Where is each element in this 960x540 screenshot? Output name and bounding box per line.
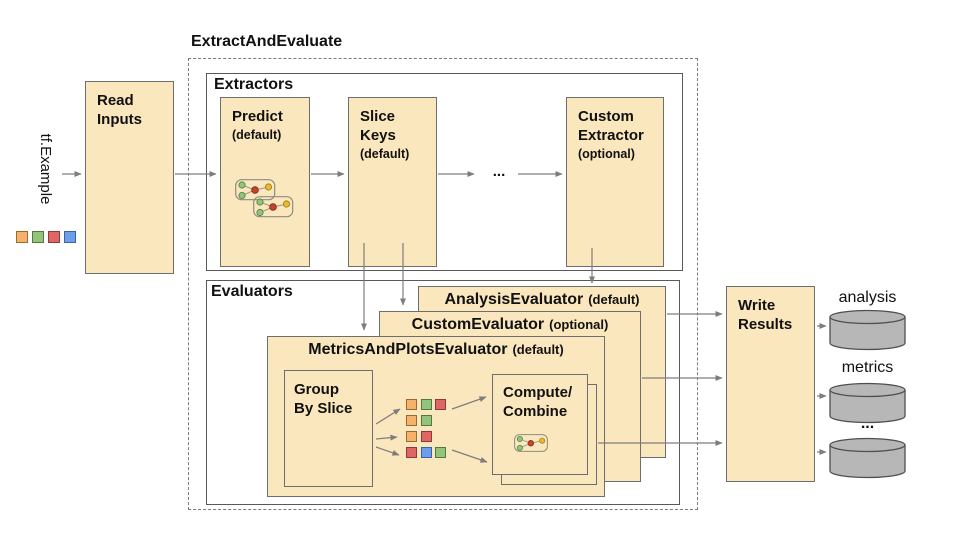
green-example-square [32,231,44,243]
custom-extractor-label: Custom Extractor [578,108,644,144]
predict-label: Predict [232,108,283,125]
metrics-and-plots-evaluator-name: MetricsAndPlotsEvaluator [308,341,508,358]
evaluators-label: Evaluators [211,283,293,300]
evaluators-container: Evaluators [206,280,680,505]
predict-extractor-box: Predict (default) [220,97,310,267]
slice-grid-row [406,399,446,410]
extract-and-evaluate-boundary [188,58,698,510]
metrics-and-plots-evaluator-label: MetricsAndPlotsEvaluator (default) [268,337,604,359]
green-example-square [420,415,432,426]
other-datastore-cylinder-icon [829,437,906,479]
green-example-square [435,447,446,458]
slice-keys-extractor-box: Slice Keys (default) [348,97,437,267]
slice-grid-row [406,431,446,442]
metrics-and-plots-evaluator-qualifier: (default) [512,342,564,357]
orange-example-square [16,231,28,243]
red-example-square [406,447,417,458]
custom-evaluator-label: CustomEvaluator (optional) [380,312,640,334]
extractors-ellipsis: ... [492,163,506,180]
compute-combine-box: Compute/ Combine [492,374,588,475]
tf-example-label: tf.Example [37,133,54,205]
custom-extractor-box: Custom Extractor (optional) [566,97,664,267]
diagram-title: ExtractAndEvaluate [191,33,343,50]
extractors-container: Extractors [206,73,683,271]
slice-grid-row [406,415,446,426]
compute-combine-label: Compute/ Combine [503,384,573,420]
orange-example-square [406,415,417,426]
slice-grid-row [406,447,446,458]
read-inputs-box: Read Inputs [85,81,174,274]
write-results-label: Write Results [738,297,793,333]
predict-qualifier: (default) [232,128,282,142]
custom-evaluator-qualifier: (optional) [549,317,609,332]
read-inputs-label: Read Inputs [97,92,142,128]
orange-example-square [406,399,417,410]
output-metrics-label: metrics [841,359,894,376]
group-by-slice-label: Group By Slice [294,381,353,417]
red-example-square [435,399,446,410]
custom-evaluator-name: CustomEvaluator [411,316,545,333]
orange-example-square [406,431,417,442]
slice-keys-label: Slice Keys [360,108,396,144]
write-results-box: Write Results [726,286,815,482]
analysis-evaluator-label: AnalysisEvaluator (default) [419,287,665,309]
sliced-examples-grid [406,399,446,458]
custom-extractor-qualifier: (optional) [578,147,635,161]
tf-example-squares [16,231,76,243]
blue-example-square [64,231,76,243]
group-by-slice-box: Group By Slice [284,370,373,487]
analysis-evaluator-qualifier: (default) [588,292,640,307]
red-example-square [48,231,60,243]
slice-keys-qualifier: (default) [360,147,410,161]
red-example-square [420,431,432,442]
analysis-datastore-cylinder-icon [829,309,906,351]
analysis-evaluator-name: AnalysisEvaluator [444,291,584,308]
green-example-square [420,399,432,410]
extractors-label: Extractors [214,76,294,93]
output-ellipsis-label: ... [860,415,875,432]
blue-example-square [420,447,432,458]
output-analysis-label: analysis [838,289,897,306]
